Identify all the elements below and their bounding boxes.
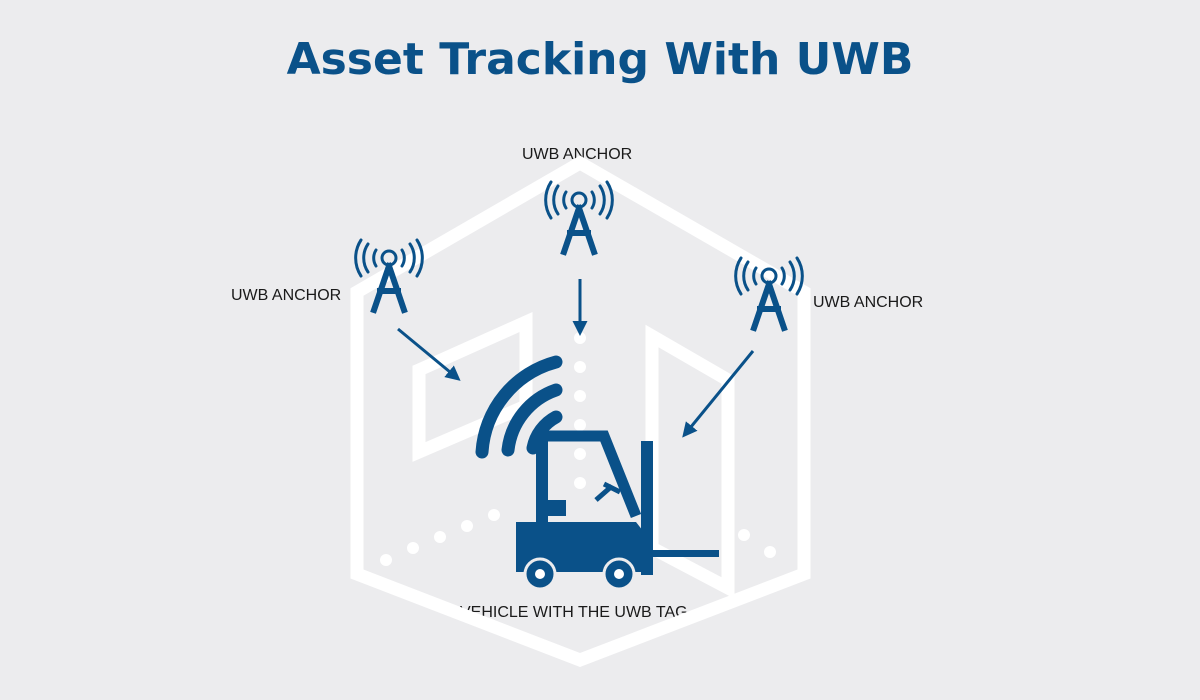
dot [574, 477, 586, 489]
page-title: Asset Tracking With UWB [286, 34, 914, 85]
dot [574, 361, 586, 373]
wireless-signal-icon [475, 355, 563, 459]
dot [434, 531, 446, 543]
antenna-tower-icon [544, 180, 614, 256]
dot [574, 390, 586, 402]
anchor-left-label: UWB ANCHOR [231, 287, 342, 304]
antenna-tower-icon [734, 256, 804, 332]
vehicle-label: VEHICLE WITH THE UWB TAG [460, 604, 688, 621]
dot [738, 529, 750, 541]
arrow-right [682, 350, 755, 438]
dot [574, 332, 586, 344]
forklift-icon [516, 430, 719, 591]
antenna-tower-icon [354, 238, 424, 314]
dot [574, 448, 586, 460]
anchor-top-label: UWB ANCHOR [522, 146, 633, 163]
arrow-left [397, 327, 461, 381]
signal-arrows [397, 279, 755, 438]
room-outline [350, 155, 811, 667]
dot [407, 542, 419, 554]
anchor-right-label: UWB ANCHOR [813, 294, 924, 311]
dot [488, 509, 500, 521]
dot [380, 554, 392, 566]
dot [764, 546, 776, 558]
dot [461, 520, 473, 532]
dot [574, 419, 586, 431]
hexagon-room [350, 155, 811, 667]
